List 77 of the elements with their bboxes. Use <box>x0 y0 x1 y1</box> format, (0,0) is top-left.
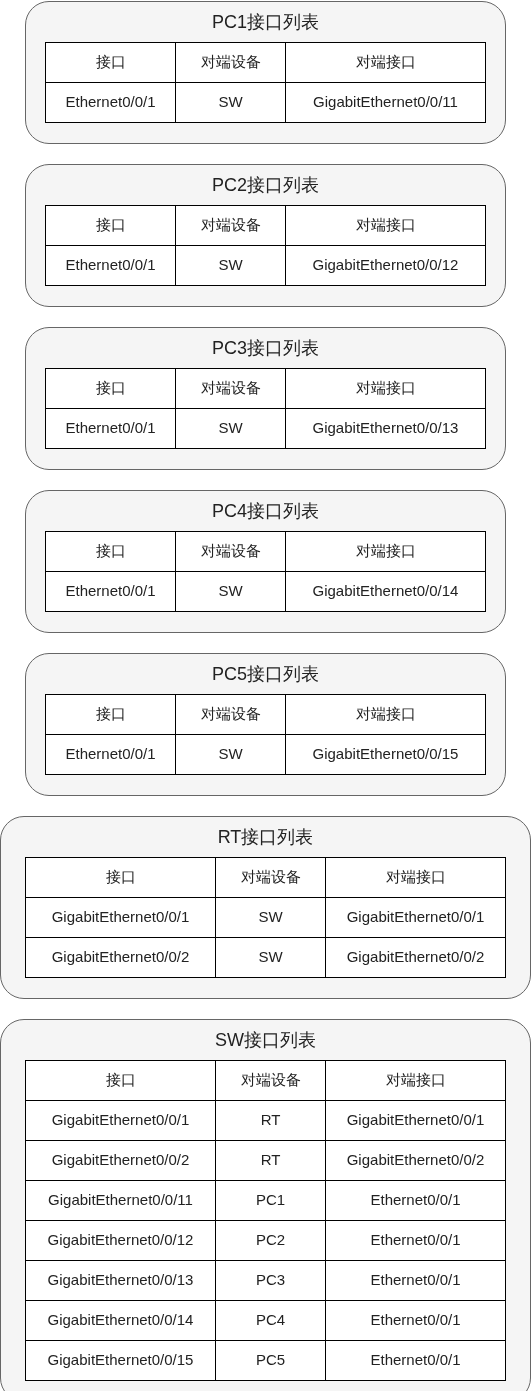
table-cell: Ethernet0/0/1 <box>46 572 176 612</box>
table-panel <box>25 653 506 796</box>
table-cell: GigabitEthernet0/0/12 <box>26 1221 216 1261</box>
table-panel <box>25 327 506 470</box>
table-cell: RT <box>216 1141 326 1181</box>
table-cell: Ethernet0/0/1 <box>326 1341 506 1381</box>
panel-title: PC5接口列表 <box>212 663 319 686</box>
table-cell: GigabitEthernet0/0/14 <box>286 572 486 612</box>
table-cell: GigabitEthernet0/0/11 <box>26 1181 216 1221</box>
table-cell: SW <box>176 246 286 286</box>
panel-title: PC2接口列表 <box>212 174 319 197</box>
table-cell: PC5 <box>216 1341 326 1381</box>
table-panel <box>25 164 506 307</box>
table-cell: Ethernet0/0/1 <box>46 83 176 123</box>
table-cell: 对端设备 <box>176 43 286 83</box>
table-cell: GigabitEthernet0/0/11 <box>286 83 486 123</box>
table-cell: GigabitEthernet0/0/2 <box>26 1141 216 1181</box>
table-cell: Ethernet0/0/1 <box>326 1221 506 1261</box>
table-cell: GigabitEthernet0/0/1 <box>26 1101 216 1141</box>
table-cell: Ethernet0/0/1 <box>46 735 176 775</box>
table-panel <box>25 1 506 144</box>
table-cell: Ethernet0/0/1 <box>326 1181 506 1221</box>
table-cell: 接口 <box>46 43 176 83</box>
table-panel <box>0 816 531 999</box>
table-cell: GigabitEthernet0/0/1 <box>26 898 216 938</box>
table-cell: 对端接口 <box>326 858 506 898</box>
table-cell: Ethernet0/0/1 <box>326 1301 506 1341</box>
table-cell: GigabitEthernet0/0/2 <box>326 1141 506 1181</box>
table-cell: 接口 <box>46 532 176 572</box>
table-cell: 对端设备 <box>176 695 286 735</box>
table-cell: PC4 <box>216 1301 326 1341</box>
table-cell: 对端接口 <box>286 206 486 246</box>
table-cell: SW <box>216 898 326 938</box>
table-cell: PC2 <box>216 1221 326 1261</box>
table-cell: Ethernet0/0/1 <box>326 1261 506 1301</box>
table-cell: SW <box>176 735 286 775</box>
table-cell: Ethernet0/0/1 <box>46 246 176 286</box>
table-cell: GigabitEthernet0/0/15 <box>26 1341 216 1381</box>
table-cell: PC1 <box>216 1181 326 1221</box>
panel-title: PC1接口列表 <box>212 11 319 34</box>
table-panel <box>25 490 506 633</box>
panel-title: RT接口列表 <box>217 826 314 849</box>
table-cell: SW <box>176 409 286 449</box>
table-cell: 接口 <box>46 369 176 409</box>
table-cell: GigabitEthernet0/0/12 <box>286 246 486 286</box>
panel-title: SW接口列表 <box>215 1029 316 1052</box>
table-cell: 接口 <box>26 1061 216 1101</box>
table-cell: SW <box>176 572 286 612</box>
table-cell: 对端设备 <box>176 532 286 572</box>
table-cell: GigabitEthernet0/0/1 <box>326 1101 506 1141</box>
table-cell: 对端接口 <box>286 695 486 735</box>
table-cell: GigabitEthernet0/0/13 <box>26 1261 216 1301</box>
table-cell: GigabitEthernet0/0/2 <box>326 938 506 978</box>
table-cell: GigabitEthernet0/0/1 <box>326 898 506 938</box>
table-cell: GigabitEthernet0/0/15 <box>286 735 486 775</box>
table-cell: 接口 <box>46 206 176 246</box>
table-cell: GigabitEthernet0/0/13 <box>286 409 486 449</box>
table-cell: SW <box>216 938 326 978</box>
table-cell: 对端接口 <box>326 1061 506 1101</box>
table-cell: Ethernet0/0/1 <box>46 409 176 449</box>
table-cell: 接口 <box>26 858 216 898</box>
panel-title: PC3接口列表 <box>212 337 319 360</box>
table-cell: GigabitEthernet0/0/14 <box>26 1301 216 1341</box>
table-cell: SW <box>176 83 286 123</box>
table-cell: 对端设备 <box>176 369 286 409</box>
table-cell: RT <box>216 1101 326 1141</box>
panel-title: PC4接口列表 <box>212 500 319 523</box>
table-cell: 对端接口 <box>286 369 486 409</box>
table-cell: 对端设备 <box>216 1061 326 1101</box>
table-cell: 对端接口 <box>286 532 486 572</box>
table-panel <box>0 1019 531 1391</box>
table-cell: PC3 <box>216 1261 326 1301</box>
table-cell: 接口 <box>46 695 176 735</box>
table-cell: 对端接口 <box>286 43 486 83</box>
table-cell: 对端设备 <box>216 858 326 898</box>
table-cell: GigabitEthernet0/0/2 <box>26 938 216 978</box>
table-cell: 对端设备 <box>176 206 286 246</box>
